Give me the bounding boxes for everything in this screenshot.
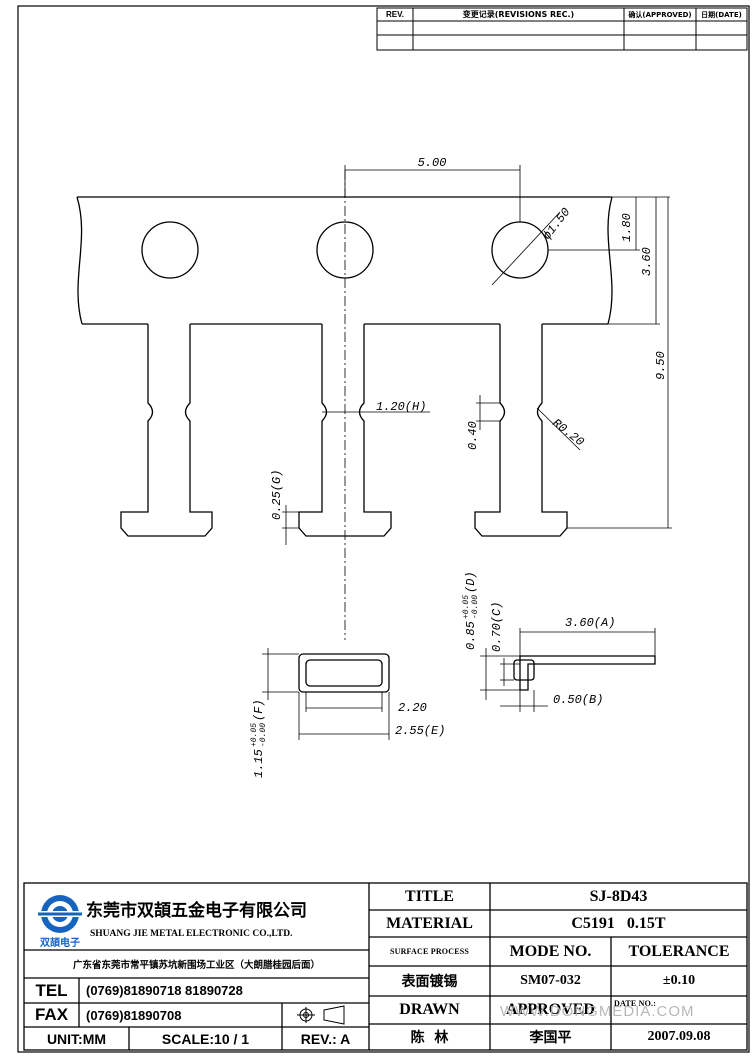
dim-a: 3.60(A) [565, 616, 615, 630]
carrier-strip [76, 196, 613, 325]
fax-label: FAX [34, 1005, 69, 1024]
dim-f-group: 1.15 +0.05 -0.00 (F) [250, 699, 268, 778]
rev-header-rev: REV. [386, 10, 404, 19]
dim-hole-offset: 1.80 [620, 213, 634, 242]
dim-width-h: 1.20(H) [376, 400, 426, 414]
dim-f-tol-plus: +0.05 [250, 723, 259, 747]
dim-f-tol-minus: -0.00 [259, 723, 268, 747]
title-label: TITLE [405, 887, 454, 905]
approved-label: APPROVED [506, 1001, 595, 1018]
dim-f-suffix: (F) [252, 699, 266, 721]
dim-g: 0.25(G) [270, 470, 284, 520]
company-logo-icon [38, 895, 82, 933]
dim-strip-height: 3.60 [640, 247, 654, 276]
material-value: C5191 0.15T [571, 914, 666, 932]
title-block-grid [23, 882, 748, 1051]
surface-process-value: 表面镀锡 [401, 974, 458, 990]
dim-inner: 2.20 [398, 701, 427, 715]
cross-section-front [298, 653, 390, 693]
fax-value: (0769)81890708 [86, 1007, 182, 1023]
date-value: 2007.09.08 [647, 1029, 711, 1044]
unit-label: UNIT:MM [46, 1030, 107, 1047]
surface-process-label: SURFACE PROCESS [389, 947, 470, 956]
tel-label: TEL [35, 980, 68, 1000]
rev-header-approved: 确认(APPROVED) [628, 10, 692, 19]
side-view-dims [480, 628, 656, 712]
dim-neck: 0.40 [466, 421, 480, 450]
scale-label: SCALE:10 / 1 [161, 1030, 250, 1047]
rev-header-records: 变更记录(REVISIONS REC.) [462, 10, 575, 19]
dim-d: 0.85 [464, 621, 478, 650]
rev-header-date: 日期(DATE) [701, 10, 742, 19]
pilot-hole [491, 221, 549, 279]
terminal [120, 324, 213, 537]
company-logo-text: 双頡电子 [40, 937, 80, 949]
dim-pitch: 5.00 [418, 156, 447, 170]
dim-b: 0.50(B) [553, 693, 603, 707]
terminal [474, 324, 568, 537]
material-label: MATERIAL [386, 914, 473, 932]
cross-section-side [513, 655, 656, 691]
company-name-cn: 东莞市双頡五金电子有限公司 [86, 900, 307, 921]
dim-hole-diameter: ϕ1.50 [540, 205, 573, 242]
third-angle-projection-icon [297, 1005, 345, 1025]
dim-c: 0.70(C) [490, 602, 504, 652]
rev-label: REV.: A [300, 1030, 351, 1047]
pilot-hole [141, 221, 199, 279]
drawn-label: DRAWN [399, 1001, 460, 1018]
page-border [17, 5, 750, 1053]
dim-total-length: 9.50 [654, 351, 668, 380]
dim-d-tol-plus: +0.05 [462, 595, 471, 619]
tel-value: (0769)81890718 81890728 [86, 983, 243, 998]
drawn-value: 陈 林 [410, 1030, 449, 1046]
mode-no-label: MODE NO. [509, 942, 592, 960]
company-address: 广东省东莞市常平镇苏坑新围场工业区（大朗腊桂园后面） [72, 960, 320, 971]
dimension-lines [282, 165, 672, 545]
revision-table [376, 7, 748, 51]
watermark: WWW.DONGMEDIA.COM [500, 1003, 695, 1020]
dim-d-suffix: (D) [464, 571, 478, 593]
cross-section-dims [262, 648, 390, 740]
approved-value: 李国平 [529, 1030, 572, 1046]
date-label: DATE NO.: [614, 998, 657, 1008]
dim-f: 1.15 [252, 749, 266, 778]
tolerance-value: ±0.10 [662, 973, 696, 988]
dim-d-group: 0.85 +0.05 -0.00 (D) [462, 571, 480, 650]
dim-d-tol-minus: -0.00 [471, 595, 480, 619]
dim-e: 2.55(E) [395, 724, 445, 738]
company-name-en: SHUANG JIE METAL ELECTRONIC CO.,LTD. [90, 929, 293, 939]
title-value: SJ-8D43 [589, 887, 648, 905]
dim-radius: R0.20 [550, 416, 587, 449]
tolerance-label: TOLERANCE [628, 942, 730, 960]
mode-no-value: SM07-032 [520, 973, 581, 988]
